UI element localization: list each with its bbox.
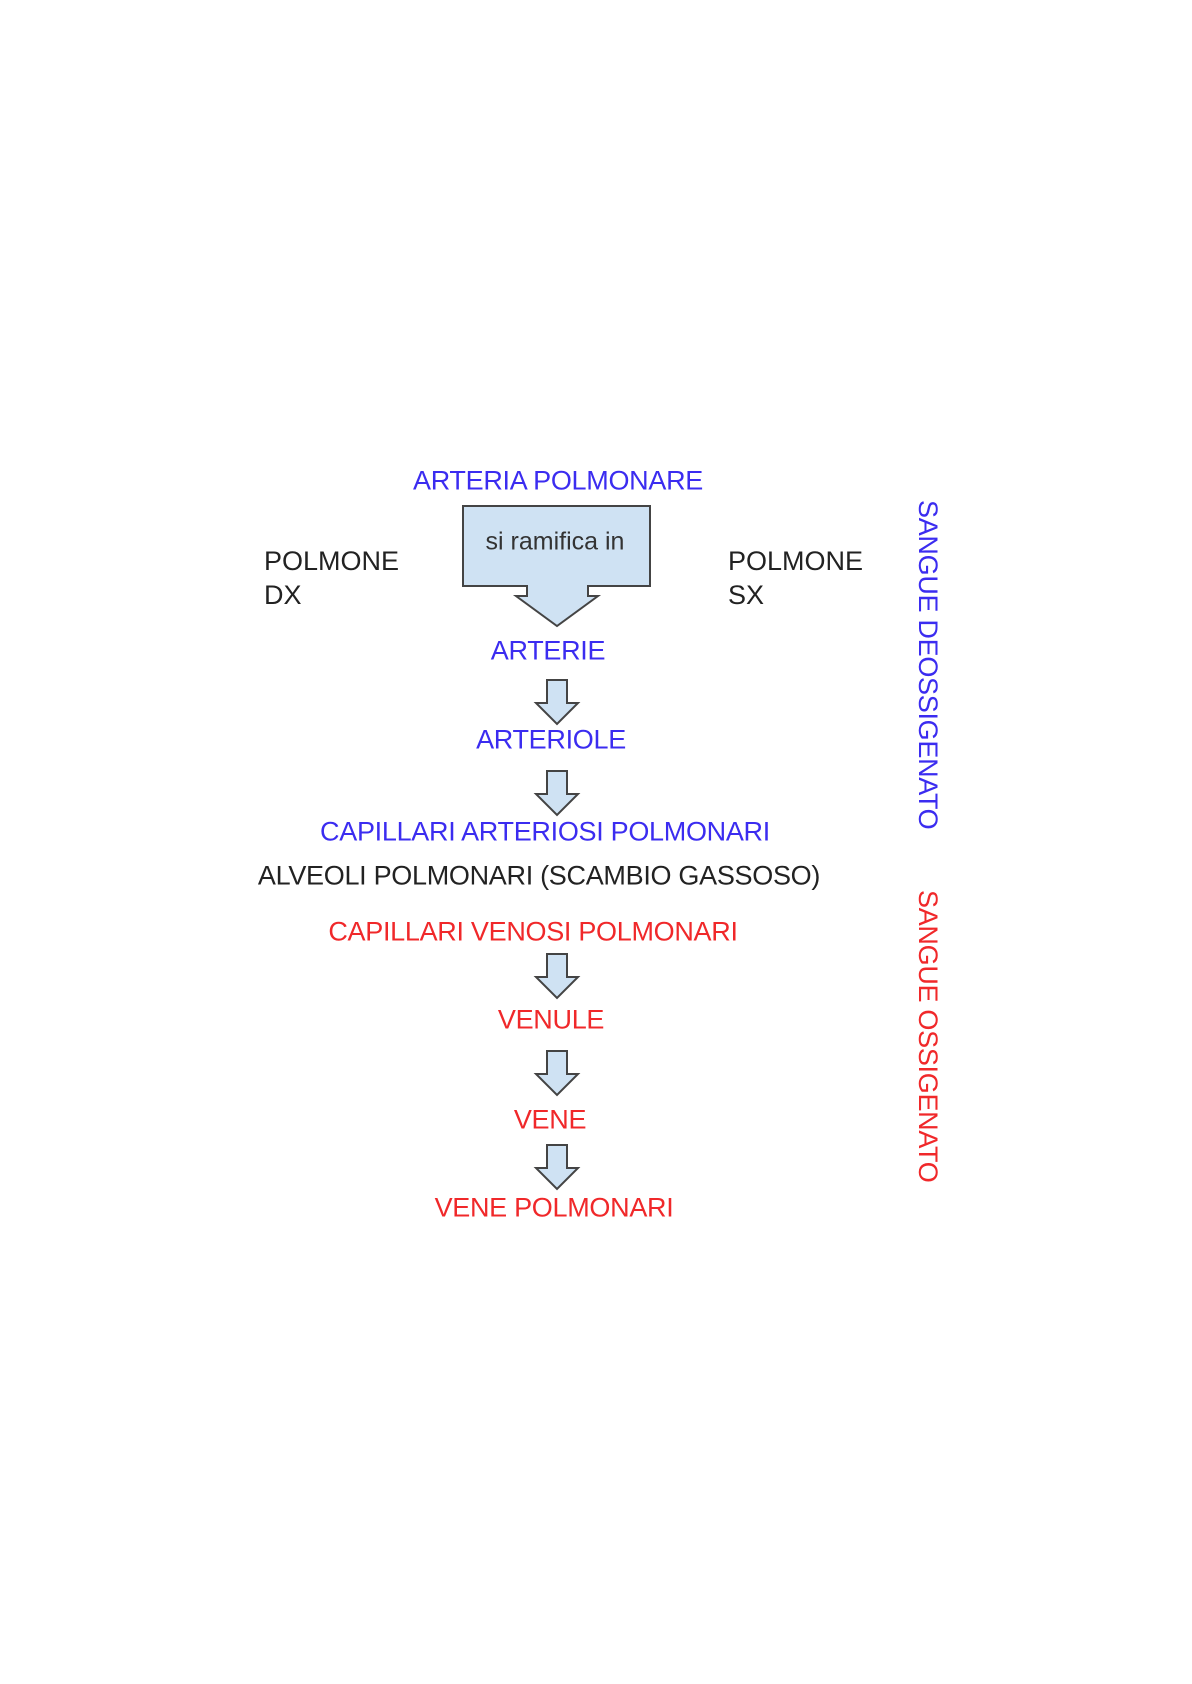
down-arrow-icon — [533, 679, 581, 726]
lung-sx-line2: SX — [728, 580, 765, 610]
label-capillari-venosi: CAPILLARI VENOSI POLMONARI — [328, 916, 738, 947]
lung-sx-line1: POLMONE — [728, 546, 864, 576]
title-arteria-polmonare: ARTERIA POLMONARE — [413, 465, 703, 496]
down-arrow-icon — [533, 1144, 581, 1191]
label-vene: VENE — [513, 1104, 587, 1135]
box-label: si ramifica in — [485, 527, 625, 556]
side-label-deoxygenated: SANGUE DEOSSIGENATO — [913, 500, 943, 830]
lung-dx-label: POLMONE DX — [264, 544, 399, 612]
lung-sx-label: POLMONE SX — [728, 544, 863, 612]
side-label-oxygenated: SANGUE OSSIGENATO — [913, 890, 943, 1183]
lung-dx-line1: POLMONE — [264, 546, 400, 576]
lung-dx-line2: DX — [264, 580, 302, 610]
label-vene-polmonari: VENE POLMONARI — [434, 1192, 674, 1223]
label-alveoli: ALVEOLI POLMONARI (SCAMBIO GASSOSO) — [257, 860, 821, 891]
label-venule: VENULE — [497, 1004, 605, 1035]
down-arrow-icon — [533, 770, 581, 817]
label-arterie: ARTERIE — [490, 635, 606, 666]
down-arrow-icon — [533, 953, 581, 1000]
label-arteriole: ARTERIOLE — [476, 724, 626, 755]
label-capillari-arteriosi: CAPILLARI ARTERIOSI POLMONARI — [320, 816, 770, 847]
down-arrow-icon — [533, 1050, 581, 1097]
